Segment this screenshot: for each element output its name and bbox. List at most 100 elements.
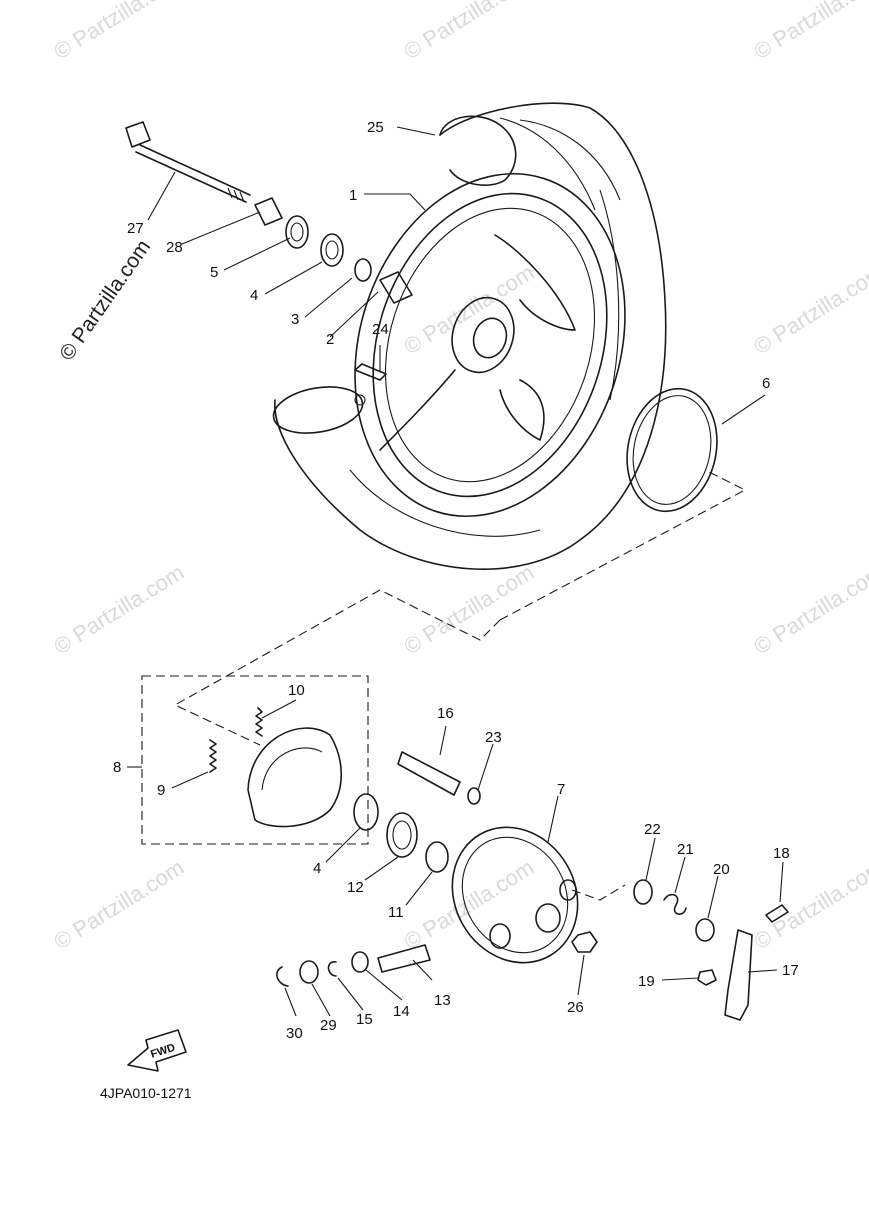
bearing	[353, 793, 379, 831]
callout-leaders	[127, 126, 784, 1017]
watermark: © Partzilla.com	[749, 0, 869, 64]
watermark-bold: © Partzilla.com	[55, 236, 155, 365]
o-ring	[299, 960, 319, 984]
spring	[255, 707, 263, 737]
valve-hole	[354, 394, 366, 406]
nut	[571, 931, 598, 953]
brake-plate	[451, 826, 579, 964]
hub-bore	[472, 317, 508, 359]
callout-23: 23	[485, 729, 502, 746]
watermark: © Partzilla.com	[49, 559, 188, 659]
callout-2: 2	[326, 331, 334, 348]
callout-20: 20	[713, 861, 730, 878]
tire-cut-lower	[272, 386, 364, 434]
fwd-arrow-icon: FWD	[127, 1029, 187, 1072]
watermark: © Partzilla.com	[399, 559, 538, 659]
oil-seal	[386, 812, 418, 858]
meter-shaft	[377, 944, 431, 973]
brake-shoe	[247, 727, 343, 828]
spacer	[379, 271, 413, 304]
return-spring	[663, 893, 687, 915]
watermark: © Partzilla.com	[399, 854, 538, 954]
callout-1: 1	[349, 187, 357, 204]
watermark: © Partzilla.com	[399, 259, 538, 359]
tire-cut-upper	[439, 115, 517, 186]
tire-outline	[274, 102, 667, 570]
rim-band-inner	[632, 395, 712, 505]
fwd-label: FWD	[149, 1042, 177, 1061]
callout-27: 27	[127, 220, 144, 237]
rim-spoke	[379, 369, 456, 451]
washer	[354, 258, 372, 282]
rim-outer	[354, 172, 626, 518]
brake-shoe-lining	[261, 747, 323, 791]
callout-labels: 25 1 27 28 5 4 3 2 24 6 10 8 9 16 23 7 4…	[113, 119, 799, 1042]
callout-17: 17	[782, 962, 799, 979]
callout-5: 5	[210, 264, 218, 281]
rim-well	[384, 207, 596, 483]
meter-gear	[425, 841, 449, 873]
brake-plate-inner	[461, 836, 569, 954]
washer	[351, 951, 369, 973]
circlip	[467, 787, 481, 805]
rim-spoke	[499, 379, 545, 441]
bearing-inner	[325, 240, 339, 260]
axle-thread	[227, 187, 245, 203]
hub-outer	[451, 296, 515, 374]
brake-plate-boss	[535, 903, 561, 933]
callout-4-lower: 4	[313, 860, 321, 877]
oil-seal-inner	[290, 222, 304, 242]
callout-4-upper: 4	[250, 287, 258, 304]
callout-13: 13	[434, 992, 451, 1009]
bearing	[320, 233, 344, 267]
callout-25: 25	[367, 119, 384, 136]
callout-7: 7	[557, 781, 565, 798]
tread-groove	[599, 189, 620, 401]
brake-assembly	[141, 675, 789, 1021]
nut	[697, 969, 717, 986]
callout-3: 3	[291, 311, 299, 328]
clip	[276, 966, 289, 987]
watermark: © Partzilla.com	[749, 854, 869, 954]
brake-shoe-kit-box	[141, 675, 369, 845]
callout-18: 18	[773, 845, 790, 862]
callout-10: 10	[288, 682, 305, 699]
tread-groove	[519, 119, 621, 201]
callout-6: 6	[762, 375, 770, 392]
camshaft	[397, 751, 461, 796]
callout-15: 15	[356, 1011, 373, 1028]
watermark: © Partzilla.com	[749, 259, 869, 359]
tread-groove	[349, 469, 541, 537]
diagram-code: 4JPA010-1271	[100, 1085, 192, 1101]
watermark: © Partzilla.com	[49, 0, 188, 64]
callout-8: 8	[113, 759, 121, 776]
spring	[209, 739, 217, 773]
watermark: © Partzilla.com	[399, 0, 538, 64]
callout-16: 16	[437, 705, 454, 722]
watermarks: © Partzilla.com © Partzilla.com © Partzi…	[49, 0, 869, 954]
callout-12: 12	[347, 879, 364, 896]
callout-9: 9	[157, 782, 165, 799]
axle-head	[125, 121, 151, 148]
callout-24: 24	[372, 321, 389, 338]
rim-band	[626, 387, 718, 513]
brake-plate-boss	[559, 879, 577, 901]
assembly-guide-line	[571, 884, 626, 901]
oil-seal	[633, 879, 653, 905]
callout-21: 21	[677, 841, 694, 858]
callout-28: 28	[166, 239, 183, 256]
watermark: © Partzilla.com	[49, 854, 188, 954]
rim-inner	[372, 192, 608, 498]
bolt	[765, 904, 789, 923]
tread-groove	[499, 117, 596, 211]
axle-shaft	[135, 144, 251, 203]
camshaft-lever	[724, 929, 753, 1021]
wheel-assembly	[125, 102, 718, 570]
callout-29: 29	[320, 1017, 337, 1034]
assembly-guide-line	[173, 469, 747, 746]
callout-14: 14	[393, 1003, 410, 1020]
callout-30: 30	[286, 1025, 303, 1042]
watermark: © Partzilla.com	[749, 559, 869, 659]
